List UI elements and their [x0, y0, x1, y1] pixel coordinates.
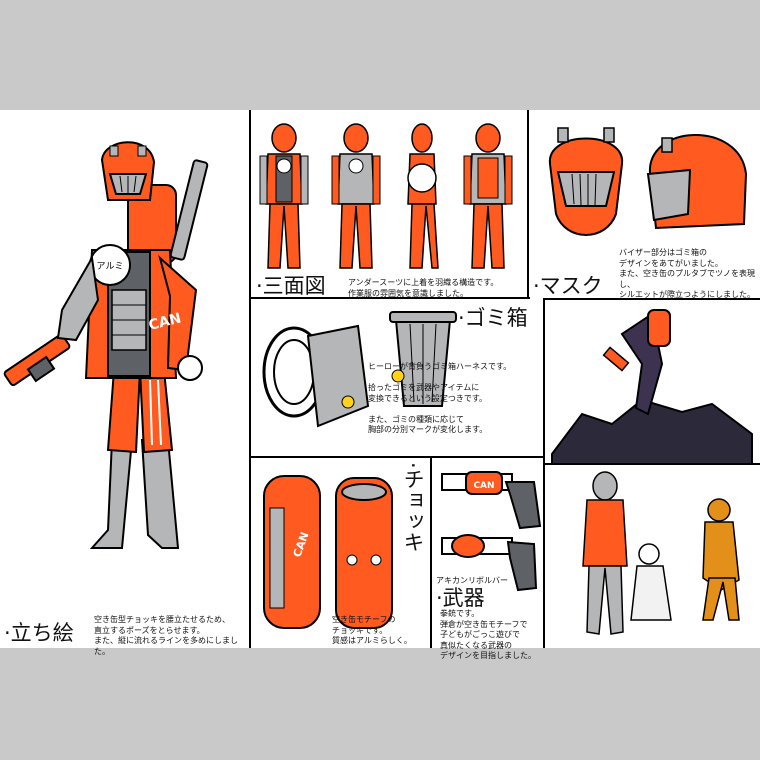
harness-front-view: [262, 324, 370, 428]
divider-top-horizontal: [249, 297, 530, 299]
can-badge-label: アルミ: [97, 262, 124, 272]
hero-on-trash-pile-illustration: [551, 309, 753, 465]
divider-trash-bottom: [249, 456, 544, 458]
vest-note: 空き缶モチーフの チョッキです。 質感はアルミらしく。: [332, 615, 412, 645]
trash-harness-illustration: [262, 311, 457, 428]
vest-back-view: [335, 477, 393, 629]
front-view-jacket-figure: [331, 123, 381, 269]
weapon-heading: ·武器: [436, 586, 485, 610]
three-view-note: アンダースーツに上着を羽織る構造です。 作業服の雰囲気を意識しました。: [348, 278, 499, 298]
standing-heading: ·立ち絵: [4, 621, 74, 645]
jacket-can-text: CAN: [147, 310, 183, 333]
mask-illustration: [548, 127, 748, 236]
side-view-figure: [407, 123, 439, 269]
revolver-angle-view: [441, 534, 538, 592]
vest-front-view: CAN: [263, 475, 321, 629]
character-design-sheet: アルミ CAN ·立ち絵 空き缶型チョッキを腰立たせるため、 直立するポーズをと…: [0, 110, 760, 660]
divider-mask-bottom: [543, 298, 760, 300]
child-figure: [630, 543, 672, 621]
mask-note: バイザー部分はゴミ箱の デザインをあてがいました。 また、空き缶のプルタブでツノ…: [619, 248, 755, 299]
vest-illustration: CAN: [263, 475, 393, 629]
trash-heading: ·ゴミ箱: [458, 306, 528, 330]
harness-back-view: [389, 311, 457, 407]
vest-heading: ·チョッキ: [401, 462, 425, 553]
mask-heading: ·マスク: [533, 274, 603, 298]
back-view-figure: [463, 123, 513, 269]
hero-with-child-illustration: [582, 471, 740, 635]
trash-note: ヒーローが背負うゴミ箱ハーネスです。 拾ったゴミを武器やアイテムに 変換できると…: [368, 362, 512, 434]
gun-can-label: CAN: [473, 481, 494, 491]
divider-standing-right: [249, 110, 251, 648]
mask-front-view: [548, 127, 624, 236]
weapon-note: 拳銃です。 弾倉が空き缶モチーフで 子どもがごっこ遊びで 真似たくなる武器の デ…: [440, 609, 536, 660]
divider-vest-weapon: [430, 457, 432, 648]
standing-hero-illustration: アルミ CAN: [3, 141, 209, 549]
small-amber-figure: [702, 498, 740, 621]
divider-middle-right: [543, 298, 545, 648]
standing-note: 空き缶型チョッキを腰立たせるため、 直立するポーズをとらせます。 また、縦に流れ…: [94, 615, 238, 656]
revolver-side-view: CAN: [441, 471, 542, 530]
revolver-illustration: CAN: [441, 471, 542, 592]
weapon-caption: アキカンリボルバー: [436, 576, 508, 585]
mask-side-view: [646, 134, 748, 230]
hero-figure: [582, 471, 628, 635]
divider-top-right: [527, 110, 529, 298]
three-view-heading: ·三面図: [256, 274, 326, 298]
three-view-illustration: [259, 123, 513, 269]
front-view-figure: [259, 123, 309, 269]
